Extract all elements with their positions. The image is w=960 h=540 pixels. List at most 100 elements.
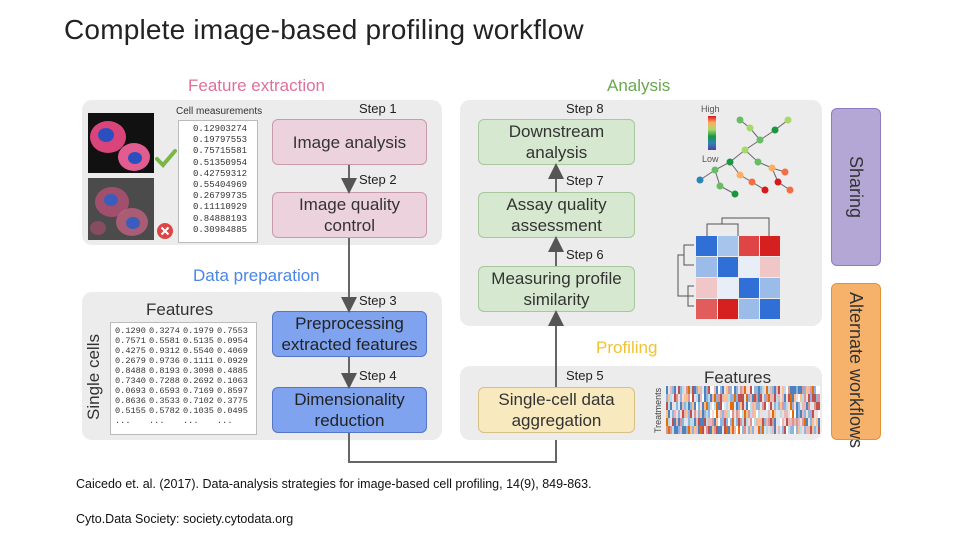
heatmap-cell [692, 394, 694, 402]
heatmap-cell [726, 394, 728, 402]
heatmap-cell [754, 402, 756, 410]
heatmap-cell [720, 402, 722, 410]
heatmap-cell [720, 418, 722, 426]
heatmap-cell [672, 402, 674, 410]
heatmap-cell [724, 410, 726, 418]
heatmap-cell [762, 418, 764, 426]
heatmap-cell [812, 410, 814, 418]
heatmap-cell [732, 410, 734, 418]
heatmap-cell [788, 426, 790, 434]
heatmap-cell [722, 386, 724, 394]
cell-measurement-value: 0.75715581 [193, 146, 248, 157]
heatmap-cell [788, 410, 790, 418]
heatmap-cell [810, 386, 812, 394]
heatmap-cell [720, 394, 722, 402]
credit-text: Cyto.Data Society: society.cytodata.org [76, 512, 294, 526]
heatmap-cell [706, 402, 708, 410]
heatmap-cell [748, 386, 750, 394]
table-cell: 0.2679 [115, 356, 146, 366]
heatmap-cell [748, 426, 750, 434]
heatmap-cell [732, 402, 734, 410]
heatmap-cell [764, 386, 766, 394]
heatmap-cell [700, 386, 702, 394]
heatmap-cell [668, 386, 670, 394]
heatmap-cell [788, 418, 790, 426]
cell-image-bad [88, 178, 154, 240]
heatmap-cell [772, 410, 774, 418]
cell-measurement-value: 0.42759312 [193, 168, 248, 179]
table-cell: ... [217, 416, 233, 426]
heatmap-cell [744, 426, 746, 434]
heatmap-cell [732, 426, 734, 434]
heatmap-cell [782, 418, 784, 426]
heatmap-cell [796, 410, 798, 418]
heatmap-cell [802, 418, 804, 426]
heatmap-cell [794, 394, 796, 402]
heatmap-cell [750, 410, 752, 418]
step-4-box: Dimensionality reduction [272, 387, 427, 433]
heatmap-cell [748, 410, 750, 418]
heatmap-cell [814, 394, 816, 402]
heatmap-cell [804, 426, 806, 434]
heatmap-cell [702, 418, 704, 426]
heatmap-cell [700, 394, 702, 402]
heatmap-cell [790, 410, 792, 418]
table-cell: 0.1979 [183, 326, 214, 336]
heatmap-cell [810, 418, 812, 426]
heatmap-cell [736, 394, 738, 402]
heatmap-cell [684, 410, 686, 418]
heatmap-cell [682, 386, 684, 394]
analysis-label: Analysis [607, 76, 671, 95]
heatmap-cell [698, 402, 700, 410]
heatmap-cell [726, 386, 728, 394]
heatmap-cell [774, 386, 776, 394]
profiling-features-title: Features [704, 368, 772, 387]
heatmap-cell [812, 394, 814, 402]
heatmap-cell [718, 426, 720, 434]
heatmap-cell [688, 418, 690, 426]
heatmap-cell [668, 426, 670, 434]
cell-measurement-value: 0.11110929 [193, 202, 248, 213]
heatmap-cell [794, 386, 796, 394]
heatmap-cell [722, 402, 724, 410]
heatmap-cell [766, 426, 768, 434]
step-5-box: Single-cell data aggregation [478, 387, 635, 433]
heatmap-cell [802, 386, 804, 394]
heatmap-cell [680, 410, 682, 418]
heatmap-cell [758, 386, 760, 394]
heatmap-cell [696, 426, 698, 434]
heatmap-cell [816, 386, 818, 394]
heatmap-cell [686, 386, 688, 394]
heatmap-cell [742, 410, 744, 418]
heatmap-cell [700, 402, 702, 410]
heatmap-cell [704, 394, 706, 402]
heatmap-cell [670, 402, 672, 410]
table-cell: 0.8488 [115, 366, 146, 376]
heatmap-cell [740, 418, 742, 426]
heatmap-cell [684, 394, 686, 402]
heatmap-cell [742, 418, 744, 426]
heatmap-cell [808, 394, 810, 402]
table-cell: 0.6593 [149, 386, 180, 396]
step-7-label: Step 7 [566, 173, 604, 188]
heatmap-cell [776, 418, 778, 426]
heatmap-cell [742, 394, 744, 402]
heatmap-cell [778, 394, 780, 402]
heatmap-cell [764, 410, 766, 418]
heatmap-cell [682, 418, 684, 426]
heatmap-cell [716, 418, 718, 426]
heatmap-cell [766, 402, 768, 410]
heatmap-cell [770, 418, 772, 426]
heatmap-cell [756, 426, 758, 434]
heatmap-cell [728, 386, 730, 394]
heatmap-cell [732, 418, 734, 426]
heatmap-cell [814, 410, 816, 418]
heatmap-cell [714, 410, 716, 418]
heatmap-cell [724, 394, 726, 402]
table-cell: 0.9736 [149, 356, 180, 366]
heatmap-cell [816, 402, 818, 410]
heatmap-cell [696, 394, 698, 402]
heatmap-cell [726, 418, 728, 426]
